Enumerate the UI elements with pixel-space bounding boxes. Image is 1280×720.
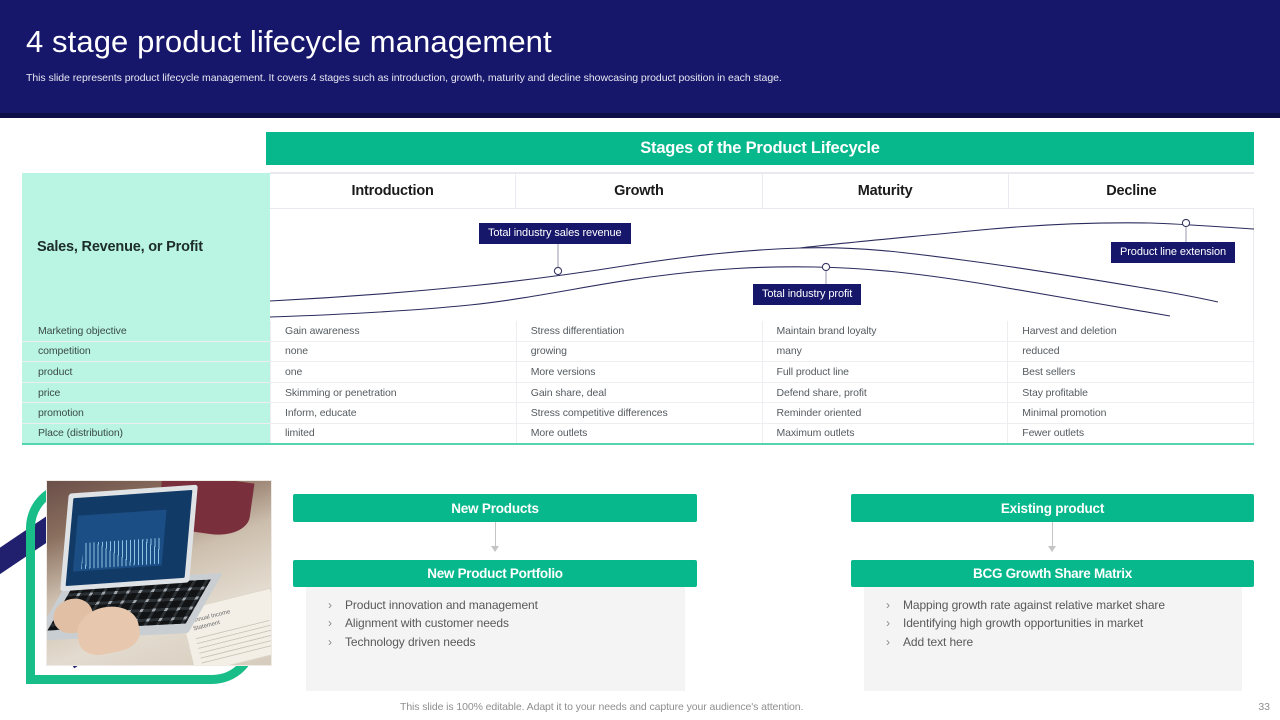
cell-promotion-decline: Minimal promotion [1008,403,1254,423]
list-item-label: Add text here [903,634,974,649]
cell-price-maturity: Defend share, profit [763,382,1009,403]
cell-product-introduction: one [270,362,517,382]
stages-banner: Stages of the Product Lifecycle [266,132,1254,165]
cell-promotion-introduction: Inform, educate [270,403,517,423]
page-subtitle: This slide represents product lifecycle … [26,72,782,84]
y-axis-label-panel: Sales, Revenue, or Profit [22,173,270,321]
cell-price-growth: Gain share, deal [517,382,763,403]
cell-marketing-objective-growth: Stress differentiation [517,321,763,341]
page-number: 33 [1258,701,1270,713]
cell-marketing-objective-maturity: Maintain brand loyalty [763,321,1009,341]
curve-total-industry-profit [270,266,1171,318]
cell-product-growth: More versions [517,362,763,382]
row-label-product: product [22,362,270,382]
row-label-place-distribution: Place (distribution) [22,423,270,443]
cell-product-maturity: Full product line [763,362,1009,382]
row-label-price: price [22,382,270,403]
chevron-right-icon: › [328,634,332,649]
marker-product-line-extension [1181,218,1191,228]
cell-price-decline: Stay profitable [1008,382,1254,403]
lifecycle-matrix: Sales, Revenue, or Profit Introduction G… [22,172,1254,459]
row-label-promotion: promotion [22,403,270,423]
bcg-growth-share-matrix-body: › Mapping growth rate against relative m… [864,587,1242,691]
cell-place-maturity: Maximum outlets [763,423,1009,443]
list-item: › Mapping growth rate against relative m… [886,597,1230,614]
table-row: product one More versions Full product l… [22,362,1254,383]
new-product-portfolio-body: › Product innovation and management › Al… [306,587,685,691]
stages-banner-label: Stages of the Product Lifecycle [640,139,880,157]
cell-promotion-growth: Stress competitive differences [517,403,763,423]
chevron-right-icon: › [886,598,890,612]
cell-place-decline: Fewer outlets [1008,423,1254,443]
cell-competition-decline: reduced [1008,341,1254,362]
table-row: Place (distribution) limited More outlet… [22,423,1254,445]
new-products-header: New Products [293,494,697,522]
curve-product-line-extension [799,222,1254,249]
existing-product-header: Existing product [851,494,1254,522]
row-label-marketing-objective: Marketing objective [22,321,270,341]
bcg-growth-share-matrix-header: BCG Growth Share Matrix [851,560,1254,587]
list-item-label: Alignment with customer needs [345,616,509,631]
lifecycle-chart: Total industry sales revenue Total indus… [270,209,1254,321]
cell-marketing-objective-introduction: Gain awareness [270,321,517,341]
cell-price-introduction: Skimming or penetration [270,382,517,403]
cell-competition-introduction: none [270,341,517,362]
chevron-right-icon: › [328,616,332,631]
chevron-right-icon: › [886,634,890,649]
cell-promotion-maturity: Reminder oriented [763,403,1009,423]
table-row: competition none growing many reduced [22,341,1254,363]
chevron-right-icon: › [328,598,332,612]
stage-header-growth: Growth [516,174,763,208]
page-title: 4 stage product lifecycle management [26,24,552,59]
slide-header-band [0,0,1280,113]
list-item: › Technology driven needs [328,634,673,651]
list-item-label: Identifying high growth opportunities in… [903,616,1144,631]
list-item-label: Mapping growth rate against relative mar… [903,598,1165,612]
list-item-label: Technology driven needs [345,634,476,649]
cell-place-growth: More outlets [517,423,763,443]
chevron-right-icon: › [886,616,890,631]
list-item: › Identifying high growth opportunities … [886,615,1230,632]
matrix-rows: Marketing objective Gain awareness Stres… [22,321,1254,445]
lifecycle-chart-svg [270,218,1254,318]
cell-marketing-objective-decline: Harvest and deletion [1008,321,1254,341]
table-row: price Skimming or penetration Gain share… [22,382,1254,404]
new-product-portfolio-header: New Product Portfolio [293,560,697,587]
marker-total-industry-sales-revenue [553,266,563,276]
curve-total-industry-sales-revenue [270,247,1219,303]
table-row: Marketing objective Gain awareness Stres… [22,321,1254,342]
callout-total-industry-sales-revenue: Total industry sales revenue [479,223,631,245]
cell-product-decline: Best sellers [1008,362,1254,382]
list-item: › Alignment with customer needs [328,615,673,632]
stage-header-row: Introduction Growth Maturity Decline [270,173,1254,209]
cell-competition-maturity: many [763,341,1009,362]
header-accent-line [0,113,1280,118]
footer-note: This slide is 100% editable. Adapt it to… [400,701,804,713]
stage-header-decline: Decline [1106,183,1157,199]
cell-place-introduction: limited [270,423,517,443]
matrix-top-divider [270,172,1254,173]
callout-product-line-extension: Product line extension [1111,242,1236,264]
stage-header-maturity: Maturity [763,174,1009,208]
marker-total-industry-profit [821,262,831,272]
y-axis-label: Sales, Revenue, or Profit [37,239,203,255]
stage-header-introduction: Introduction [270,174,517,208]
row-label-competition: competition [22,341,270,362]
table-row: promotion Inform, educate Stress competi… [22,403,1254,424]
list-item: › Product innovation and management [328,597,673,614]
list-item-label: Product innovation and management [345,598,538,612]
callout-total-industry-profit: Total industry profit [753,284,862,306]
list-item: › Add text here [886,634,1230,651]
cell-competition-growth: growing [517,341,763,362]
